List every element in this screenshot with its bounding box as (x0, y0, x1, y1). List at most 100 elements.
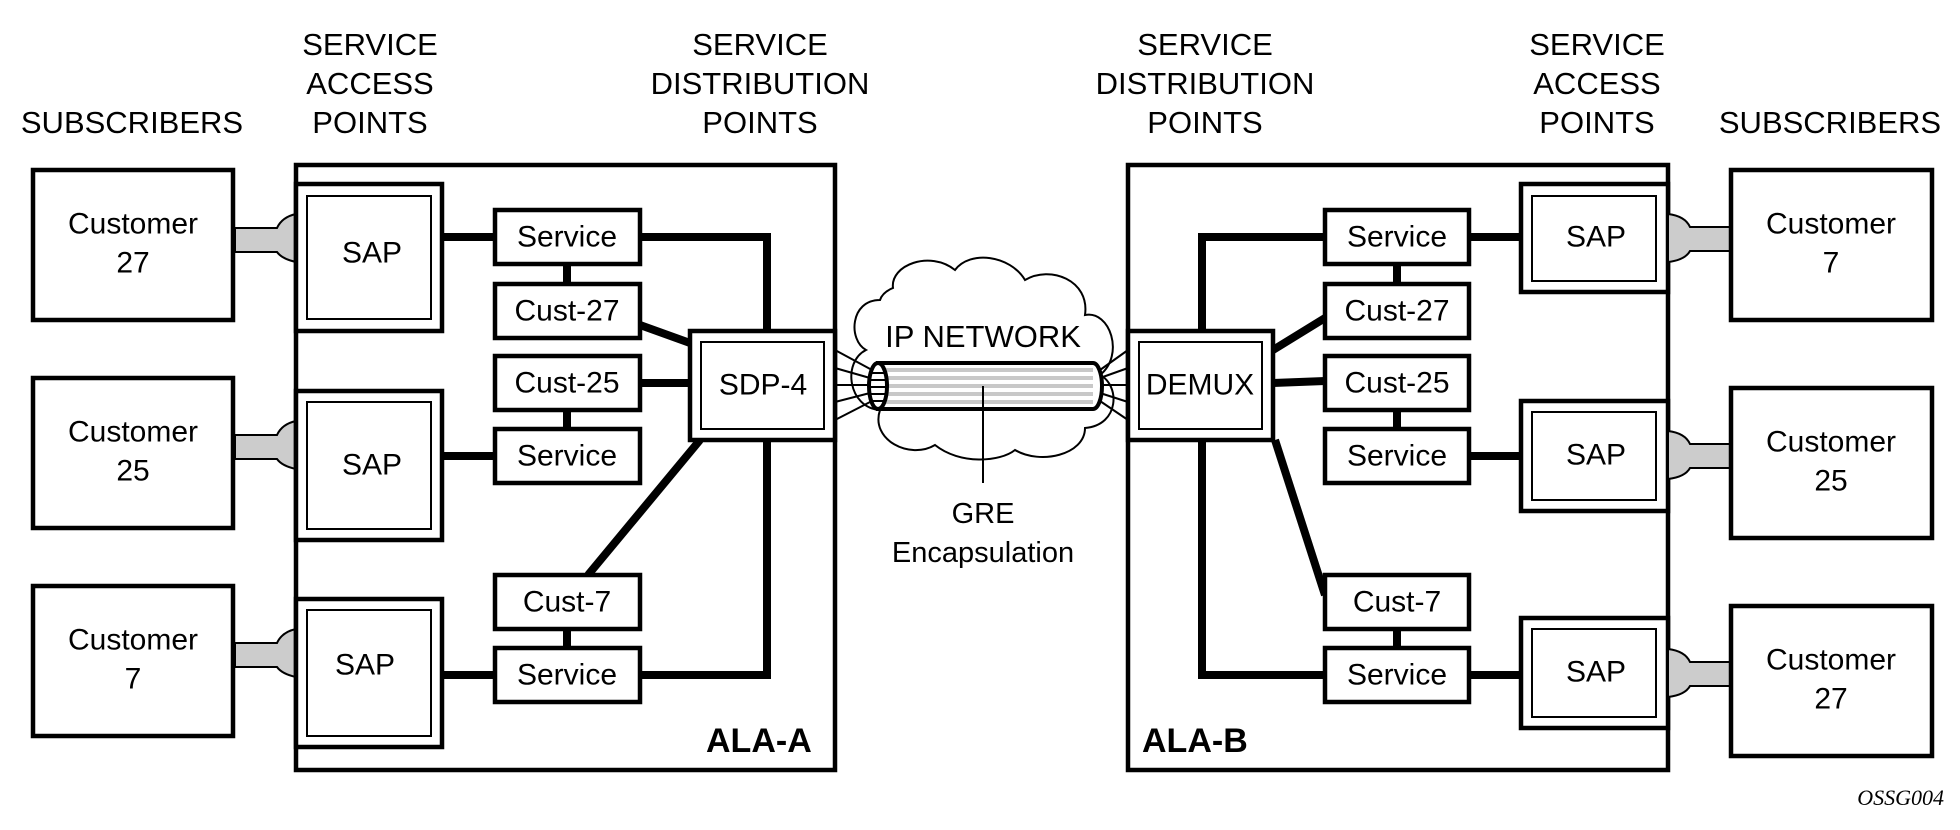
access-link-connector (234, 212, 297, 264)
ala-b-sap-1[interactable]: SAP (1518, 181, 1671, 295)
ala-a-cust-7[interactable]: Cust-7 (492, 572, 643, 632)
access-link-connector (1667, 647, 1731, 699)
customer-number: 25 (1814, 465, 1847, 498)
header-right-subscribers: SUBSCRIBERS (1719, 105, 1941, 140)
gre-label: GRE (952, 498, 1015, 530)
left-customer-7[interactable]: Customer 7 (30, 583, 236, 739)
right-customer-7[interactable]: Customer 7 (1728, 167, 1935, 323)
header-left-sap: SERVICE ACCESS POINTS (302, 27, 438, 140)
header-line: POINTS (312, 105, 427, 140)
right-customer-25[interactable]: Customer 25 (1728, 385, 1935, 541)
customer-label: Customer (68, 208, 198, 241)
network-label: IP NETWORK (885, 319, 1081, 354)
access-link-connector (1667, 429, 1731, 481)
header-right-sap: SERVICE ACCESS POINTS (1529, 27, 1665, 140)
block-label: Service (517, 659, 617, 692)
ala-b-cust-7[interactable]: Cust-7 (1322, 572, 1472, 632)
ala-b-service-2[interactable]: Service (1322, 426, 1472, 486)
access-link-connector (234, 419, 297, 471)
header-line: DISTRIBUTION (1096, 66, 1315, 101)
header-line: ACCESS (306, 66, 433, 101)
access-link-connector (1667, 212, 1731, 264)
block-label: Service (1347, 221, 1447, 254)
ala-a-cust-27[interactable]: Cust-27 (492, 281, 643, 341)
demux-label: DEMUX (1146, 369, 1254, 402)
tunnel-stripes (885, 368, 1093, 404)
header-right-sdp: SERVICE DISTRIBUTION POINTS (1096, 27, 1315, 140)
block-label: Cust-25 (514, 367, 619, 400)
sap-label: SAP (342, 237, 402, 270)
right-access-connectors (1667, 212, 1731, 699)
ala-a-service-3[interactable]: Service (492, 645, 643, 705)
customer-label: Customer (1766, 644, 1896, 677)
block-label: Cust-25 (1344, 367, 1449, 400)
figure-id: OSSG004 (1857, 785, 1944, 810)
customer-label: Customer (1766, 426, 1896, 459)
right-customer-27[interactable]: Customer 27 (1728, 603, 1935, 759)
router-ala-a[interactable]: SAP SAP SAP Service Cust-27 Cust-25 Serv… (293, 162, 838, 773)
block-label: Cust-7 (523, 586, 611, 619)
ala-a-sap-2[interactable]: SAP (293, 388, 445, 543)
customer-number: 25 (116, 455, 149, 488)
header-line: DISTRIBUTION (651, 66, 870, 101)
sap-label: SAP (342, 449, 402, 482)
customer-label: Customer (68, 416, 198, 449)
access-link-connector (234, 627, 297, 679)
ala-a-internal-links (441, 233, 771, 679)
header-line: POINTS (702, 105, 817, 140)
block-label: Cust-27 (514, 295, 619, 328)
header-line: SERVICE (1137, 27, 1273, 62)
ala-b-service-1[interactable]: Service (1322, 207, 1472, 267)
customer-number: 7 (125, 663, 142, 696)
customer-number: 27 (116, 247, 149, 280)
router-name: ALA-A (706, 722, 812, 760)
block-label: Service (1347, 440, 1447, 473)
header-line: POINTS (1147, 105, 1262, 140)
sap-label: SAP (1566, 221, 1626, 254)
ala-a-service-2[interactable]: Service (492, 426, 643, 486)
customer-label: Customer (68, 624, 198, 657)
left-customer-25[interactable]: Customer 25 (30, 375, 236, 531)
sap-label: SAP (1566, 656, 1626, 689)
block-label: Service (1347, 659, 1447, 692)
customer-number: 7 (1823, 247, 1840, 280)
customer-number: 27 (1814, 683, 1847, 716)
ala-b-demux[interactable]: DEMUX (1125, 328, 1276, 443)
ala-a-cust-25[interactable]: Cust-25 (492, 353, 643, 413)
tunnel-fan-right (1099, 349, 1129, 421)
header-line: SERVICE (302, 27, 438, 62)
ala-b-cust-25[interactable]: Cust-25 (1322, 353, 1472, 413)
left-access-connectors (234, 212, 297, 679)
header-line: SERVICE (1529, 27, 1665, 62)
ala-b-sap-3[interactable]: SAP (1518, 615, 1671, 731)
block-label: Service (517, 221, 617, 254)
gre-tunnel[interactable] (867, 361, 1104, 411)
router-name: ALA-B (1142, 722, 1248, 760)
router-ala-b[interactable]: DEMUX Service Cust-27 Cust-25 Service Cu… (1125, 162, 1671, 773)
block-label: Cust-7 (1353, 586, 1441, 619)
block-label: Service (517, 440, 617, 473)
header-left-subscribers-text: SUBSCRIBERS (21, 105, 243, 140)
ala-b-service-3[interactable]: Service (1322, 645, 1472, 705)
sap-label: SAP (1566, 439, 1626, 472)
tunnel-fan-left (834, 349, 873, 421)
ip-network[interactable]: IP NETWORK (834, 256, 1129, 569)
header-left-subscribers: SUBSCRIBERS (21, 105, 243, 140)
ala-a-sap-1[interactable]: SAP (293, 181, 445, 334)
ala-b-cust-27[interactable]: Cust-27 (1322, 281, 1472, 341)
header-right-subscribers-text: SUBSCRIBERS (1719, 105, 1941, 140)
ala-b-internal-links (1198, 233, 1521, 679)
ala-a-service-1[interactable]: Service (492, 207, 643, 267)
sdp-label: SDP-4 (719, 369, 807, 402)
header-line: SERVICE (692, 27, 828, 62)
block-label: Cust-27 (1344, 295, 1449, 328)
encapsulation-label: Encapsulation (892, 537, 1074, 569)
ala-b-sap-2[interactable]: SAP (1518, 398, 1671, 514)
header-left-sdp: SERVICE DISTRIBUTION POINTS (651, 27, 870, 140)
ala-a-sdp-4[interactable]: SDP-4 (687, 328, 838, 443)
header-line: POINTS (1539, 105, 1654, 140)
customer-label: Customer (1766, 208, 1896, 241)
left-customer-27[interactable]: Customer 27 (30, 167, 236, 323)
ala-a-sap-3[interactable]: SAP (293, 596, 445, 750)
